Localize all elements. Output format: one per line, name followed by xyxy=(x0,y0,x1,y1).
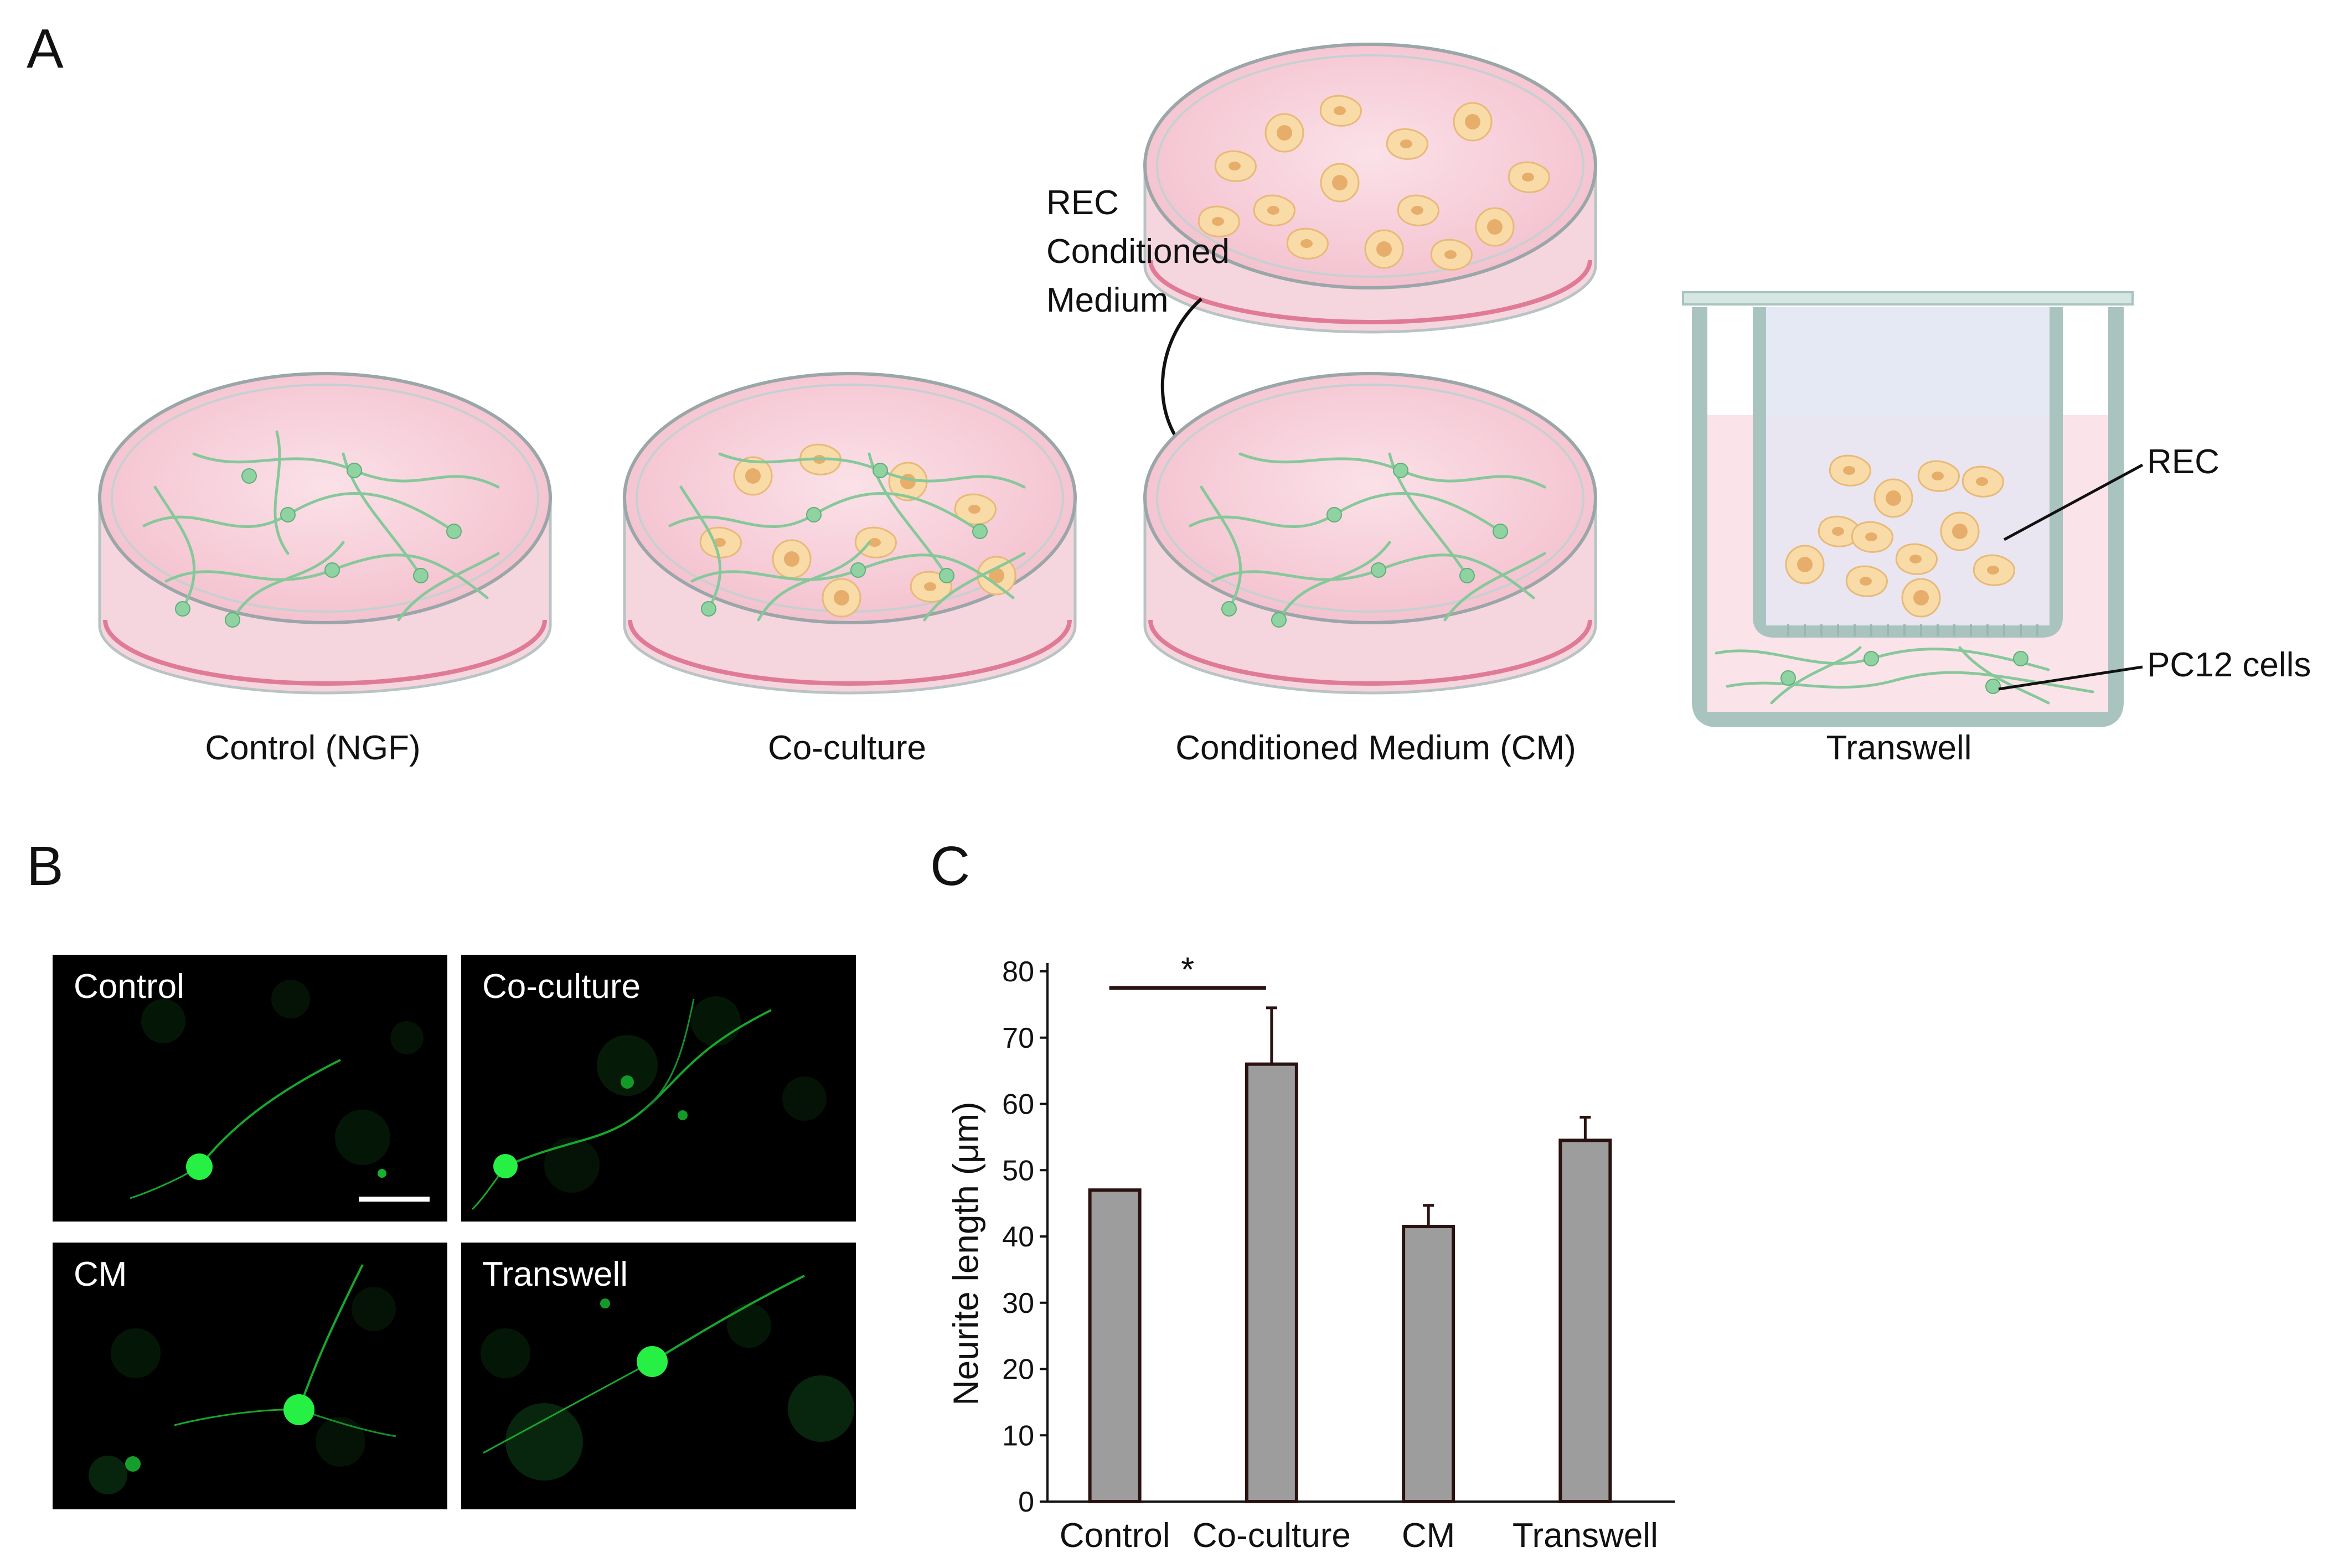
panel-a-letter: A xyxy=(27,18,64,80)
callout-rec: REC xyxy=(2147,443,2219,481)
micrograph-label-cm: CM xyxy=(74,1255,127,1293)
bar xyxy=(1402,1225,1455,1503)
y-tick-label: 0 xyxy=(1018,1486,1034,1518)
label-conditioned-medium: Conditioned Medium (CM) xyxy=(1175,729,1576,767)
micrograph-cm: CM xyxy=(53,1243,447,1509)
y-tick-label: 40 xyxy=(1002,1221,1034,1253)
y-tick-label: 50 xyxy=(1002,1155,1034,1187)
y-axis-label: Neurite length (μm) xyxy=(946,1101,986,1406)
micrograph-transwell: Transwell xyxy=(461,1243,856,1509)
label-transwell: Transwell xyxy=(1826,729,1972,767)
micrograph-coculture: Co-culture xyxy=(461,955,856,1222)
x-tick-label: Transwell xyxy=(1513,1517,1658,1555)
cm-label-line3: Medium xyxy=(1046,281,1169,319)
transwell-diagram xyxy=(1682,291,2144,727)
dish-coculture xyxy=(623,372,1077,695)
y-tick-label: 10 xyxy=(1002,1420,1034,1452)
micrograph-label-coculture: Co-culture xyxy=(482,967,641,1006)
fluorescence-control xyxy=(130,980,430,1202)
scale-bar xyxy=(359,1197,430,1202)
x-tick-label: CM xyxy=(1402,1517,1455,1555)
micrograph-label-transwell: Transwell xyxy=(482,1255,628,1293)
panel-a-illustration xyxy=(98,43,2144,727)
callout-pc12: PC12 cells xyxy=(2147,646,2311,684)
significance-marker: * xyxy=(1181,951,1194,989)
bar xyxy=(1088,1188,1142,1503)
fluorescence-coculture xyxy=(471,996,827,1210)
y-tick-label: 60 xyxy=(1002,1089,1034,1121)
fluorescence-transwell xyxy=(481,1275,854,1481)
x-tick-label: Co-culture xyxy=(1193,1517,1351,1555)
panel-b-letter: B xyxy=(27,835,64,897)
y-tick-label: 20 xyxy=(1002,1354,1034,1386)
micrograph-control: Control xyxy=(53,955,447,1222)
y-tick-label: 30 xyxy=(1002,1287,1034,1319)
label-coculture: Co-culture xyxy=(768,729,926,767)
dish-control xyxy=(98,372,552,695)
micrograph-label-control: Control xyxy=(74,967,184,1006)
x-tick-label: Control xyxy=(1060,1517,1170,1555)
bar xyxy=(1558,1139,1612,1503)
bar xyxy=(1245,1062,1298,1503)
y-tick-label: 80 xyxy=(1002,956,1034,988)
panel-c-letter: C xyxy=(930,835,971,897)
dish-rec-donor xyxy=(1143,43,1597,334)
fluorescence-cm xyxy=(89,1264,396,1494)
dish-cm xyxy=(1143,372,1597,695)
cm-label-line2: Conditioned xyxy=(1046,232,1230,271)
label-control-ngf: Control (NGF) xyxy=(205,729,421,767)
cm-label-line1: REC xyxy=(1046,184,1119,222)
y-tick-label: 70 xyxy=(1002,1022,1034,1054)
